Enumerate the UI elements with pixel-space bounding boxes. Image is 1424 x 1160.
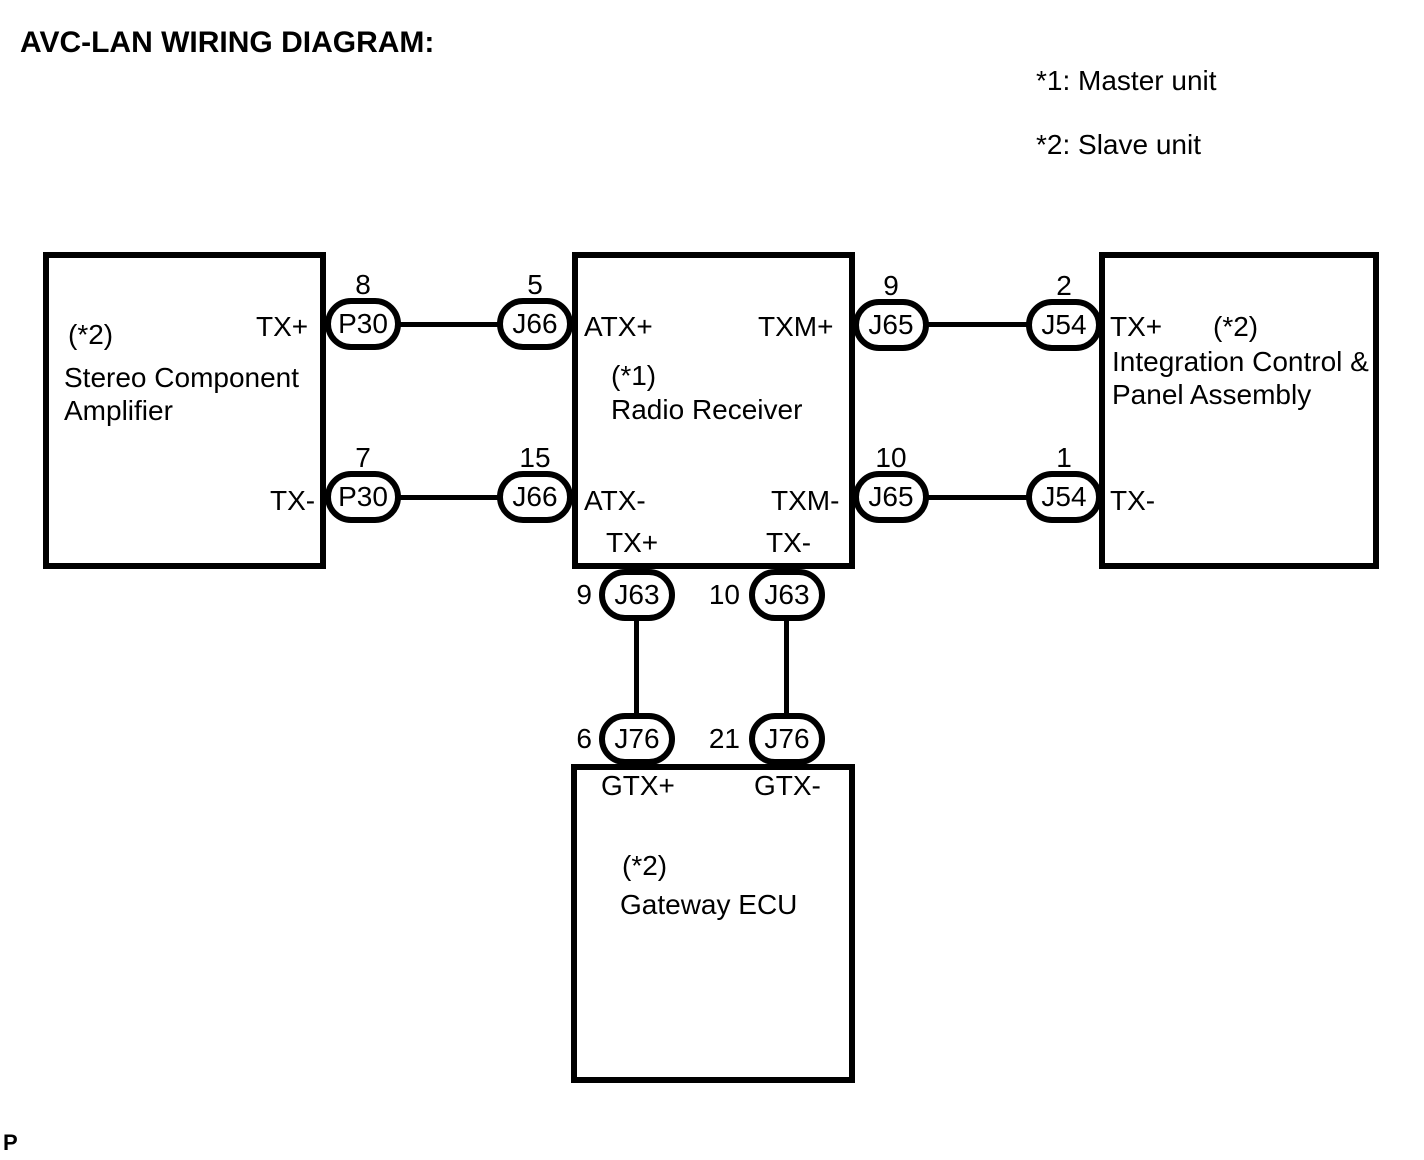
- connector-j54-tx-plus: J54: [1026, 299, 1102, 351]
- connector-j65-txm-minus: J65: [853, 471, 929, 523]
- connector-j66-atx-minus: J66: [497, 471, 573, 523]
- pin-number-j65-txm-minus: 10: [875, 442, 907, 473]
- connector-j76-gtx-plus: J76: [599, 713, 675, 765]
- radio-terminal-atx-plus: ATX+: [584, 311, 653, 342]
- amplifier-box: [43, 252, 326, 569]
- wire-amplifier-radio-minus: [399, 495, 499, 500]
- pin-number-j76-gtx-minus: 21: [708, 723, 740, 754]
- pin-number-j63-tx-plus: 9: [576, 579, 592, 610]
- legend-slave-unit: *2: Slave unit: [1036, 129, 1201, 160]
- pin-number-j66-atx-plus: 5: [527, 269, 543, 300]
- wire-radio-integration-minus: [927, 495, 1028, 500]
- amplifier-name-line1: Stereo Component: [64, 362, 300, 393]
- connector-label: J66: [512, 481, 558, 512]
- connector-label: J65: [868, 309, 914, 340]
- pin-number-j54-tx-plus: 2: [1056, 270, 1072, 301]
- radio-tag: (*1): [611, 360, 657, 391]
- pin-number-j54-tx-minus: 1: [1056, 442, 1072, 473]
- gateway-terminal-gtx-minus: GTX-: [754, 770, 821, 801]
- amplifier-tag: (*2): [68, 319, 114, 350]
- radio-terminal-tx-minus: TX-: [766, 527, 812, 558]
- radio-terminal-tx-plus: TX+: [606, 527, 659, 558]
- connector-label: J54: [1041, 309, 1087, 340]
- integration-panel-box: [1099, 252, 1379, 569]
- connector-j66-atx-plus: J66: [497, 298, 573, 350]
- gateway-name: Gateway ECU: [620, 889, 798, 920]
- pin-number-j76-gtx-plus: 6: [576, 723, 592, 754]
- connector-j76-gtx-minus: J76: [749, 713, 825, 765]
- connector-label: P30: [338, 308, 388, 339]
- connector-j65-txm-plus: J65: [853, 299, 929, 351]
- integration-name-line2: Panel Assembly: [1112, 379, 1312, 410]
- connector-j63-tx-minus: J63: [749, 569, 825, 621]
- integration-name-line1: Integration Control &: [1112, 346, 1369, 377]
- pin-number-j65-txm-plus: 9: [883, 270, 899, 301]
- wire-amplifier-radio-plus: [399, 322, 499, 327]
- connector-label: P30: [338, 481, 388, 512]
- radio-terminal-txm-plus: TXM+: [758, 311, 834, 342]
- page-title: AVC-LAN WIRING DIAGRAM:: [20, 26, 435, 59]
- connector-label: J66: [512, 308, 558, 339]
- amplifier-terminal-tx-minus: TX-: [270, 485, 316, 516]
- connector-label: J63: [614, 579, 660, 610]
- integration-tag: (*2): [1213, 311, 1259, 342]
- connector-label: J76: [764, 723, 810, 754]
- integration-terminal-tx-minus: TX-: [1110, 485, 1156, 516]
- connector-label: J65: [868, 481, 914, 512]
- gateway-terminal-gtx-plus: GTX+: [601, 770, 675, 801]
- amplifier-name-line2: Amplifier: [64, 395, 173, 426]
- connector-j54-tx-minus: J54: [1026, 471, 1102, 523]
- pin-number-p30-tx-plus: 8: [355, 269, 371, 300]
- connector-label: J76: [614, 723, 660, 754]
- gateway-tag: (*2): [622, 850, 668, 881]
- gateway-ecu-box: [571, 764, 855, 1083]
- radio-name: Radio Receiver: [611, 394, 803, 425]
- page-corner-mark: P: [3, 1130, 18, 1155]
- radio-terminal-txm-minus: TXM-: [771, 485, 840, 516]
- connector-p30-tx-plus: P30: [325, 298, 401, 350]
- radio-terminal-atx-minus: ATX-: [584, 485, 646, 516]
- wire-radio-gateway-minus: [784, 619, 789, 715]
- connector-j63-tx-plus: J63: [599, 569, 675, 621]
- pin-number-j66-atx-minus: 15: [519, 442, 551, 473]
- radio-receiver-box: [572, 252, 855, 569]
- pin-number-j63-tx-minus: 10: [708, 579, 740, 610]
- wire-radio-gateway-plus: [634, 619, 639, 715]
- pin-number-p30-tx-minus: 7: [355, 442, 371, 473]
- legend-master-unit: *1: Master unit: [1036, 65, 1217, 96]
- wire-radio-integration-plus: [927, 322, 1028, 327]
- connector-p30-tx-minus: P30: [325, 471, 401, 523]
- amplifier-terminal-tx-plus: TX+: [256, 311, 309, 342]
- connector-label: J54: [1041, 481, 1087, 512]
- connector-label: J63: [764, 579, 810, 610]
- integration-terminal-tx-plus: TX+: [1110, 311, 1163, 342]
